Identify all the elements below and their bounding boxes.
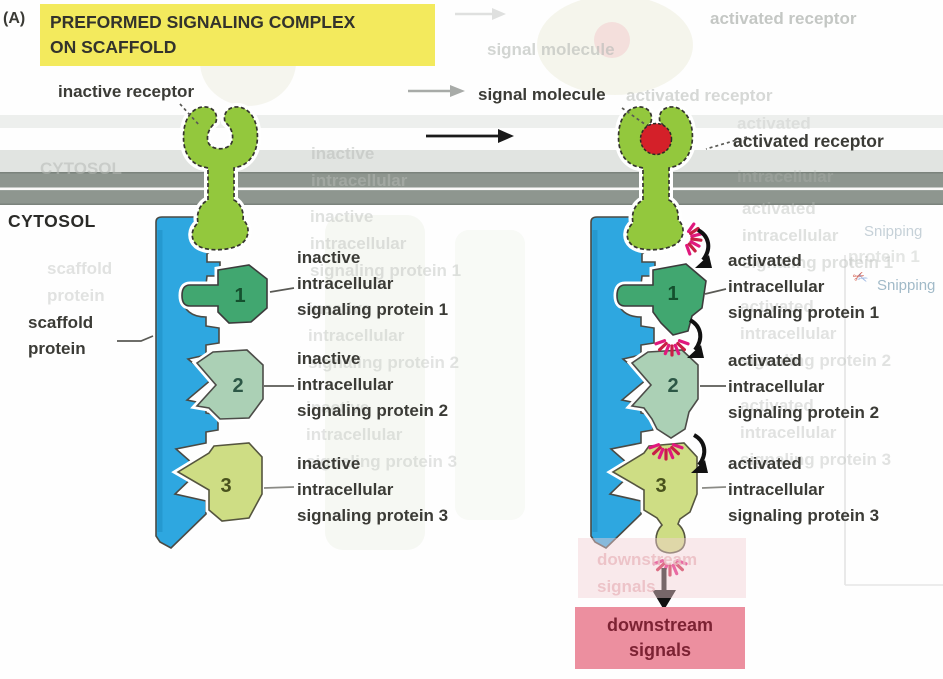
downstream-ghost-box xyxy=(578,538,746,598)
activation-burst-receptor xyxy=(685,222,703,256)
right-activated-receptor xyxy=(614,102,697,254)
inactive-receptor-label: inactive receptor xyxy=(58,82,195,101)
cytosol-label: CYTOSOL xyxy=(8,211,96,231)
downstream-arrow xyxy=(652,568,676,610)
signal-molecule-label: signal molecule xyxy=(478,85,606,104)
activation-burst-protein2 xyxy=(648,443,684,461)
protein-3-number: 3 xyxy=(220,475,231,497)
left-protein-2-label: inactive intracellular signaling protein… xyxy=(297,349,449,420)
panel-letter: (A) xyxy=(3,10,26,27)
protein-3-number: 3 xyxy=(655,475,666,497)
right-protein-2-label: activated intracellular signaling protei… xyxy=(728,351,880,422)
ghost-shapes xyxy=(200,0,943,586)
left-protein-1-shape: 1 xyxy=(178,261,271,327)
plasma-membrane xyxy=(0,172,943,205)
right-protein-1-label: activated intracellular signaling protei… xyxy=(728,251,880,322)
protein-1-number: 1 xyxy=(234,285,245,307)
protein-2-number: 2 xyxy=(667,375,678,397)
activation-arrow-3 xyxy=(691,433,708,473)
left-protein-3-shape: 3 xyxy=(171,439,266,525)
activation-arrow-1 xyxy=(695,228,712,268)
figure-title: PREFORMED SIGNALING COMPLEX ON SCAFFOLD xyxy=(40,4,435,66)
protein-2-number: 2 xyxy=(232,375,243,397)
signal-gray-arrow xyxy=(408,85,465,97)
right-protein-3-shape: 3 xyxy=(606,439,701,557)
right-protein-3-label: activated intracellular signaling protei… xyxy=(728,454,880,525)
left-protein-1-label: inactive intracellular signaling protein… xyxy=(297,248,449,319)
downstream-signals-box: downstream signals xyxy=(575,607,745,669)
ghost-gray-arrow xyxy=(455,8,506,20)
activation-arrow-2 xyxy=(687,318,704,358)
scaffold-protein-label: scaffold protein xyxy=(28,313,94,358)
right-protein-2-shape: 2 xyxy=(625,346,702,443)
signal-molecule-ball xyxy=(639,122,673,156)
right-protein-1-shape: 1 xyxy=(613,260,710,339)
activated-receptor-label: activated receptor xyxy=(733,131,884,151)
downstream-signals-label: downstream signals xyxy=(606,615,714,660)
activation-burst-protein1 xyxy=(654,339,690,357)
left-protein-3-label: inactive intracellular signaling protein… xyxy=(297,454,449,525)
protein-1-number: 1 xyxy=(667,283,678,305)
pointer-lines xyxy=(117,103,748,489)
left-protein-2-shape: 2 xyxy=(190,346,267,423)
transition-arrow xyxy=(426,129,514,143)
left-inactive-receptor xyxy=(179,102,262,254)
